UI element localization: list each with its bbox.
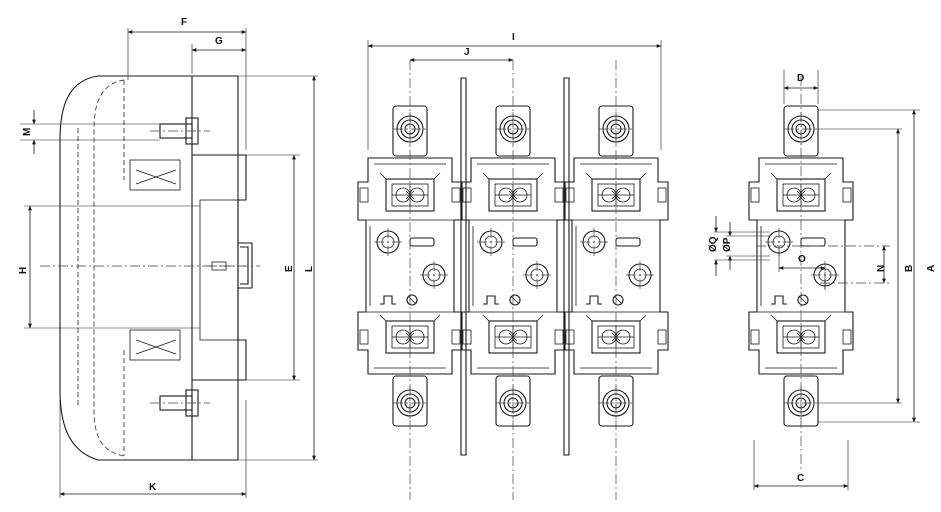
single-pole-dimensions: D A B N O ØP ØQ C — [708, 70, 937, 490]
side-view-dimensions: F G M H E L K — [18, 17, 318, 498]
dim-label-F: F — [181, 17, 187, 28]
dim-label-H: H — [18, 267, 29, 274]
dim-label-G: G — [215, 36, 223, 47]
dim-label-L: L — [304, 266, 315, 272]
dim-label-K: K — [149, 482, 157, 493]
dim-label-C: C — [797, 473, 804, 484]
single-pole-front-view — [749, 76, 890, 470]
dim-label-A: A — [926, 265, 937, 272]
dim-label-I: I — [512, 32, 515, 43]
dim-label-J: J — [464, 47, 470, 58]
dim-label-B: B — [904, 265, 915, 272]
three-pole-front-view — [358, 60, 668, 500]
dim-label-Q: ØQ — [708, 236, 719, 252]
dim-label-D: D — [797, 73, 804, 84]
dim-label-M: M — [22, 128, 33, 136]
dim-label-P: ØP — [722, 237, 733, 252]
dim-label-E: E — [284, 265, 295, 272]
dim-label-O: O — [798, 254, 806, 265]
three-pole-dimensions: I J — [367, 32, 662, 150]
side-view — [40, 75, 260, 461]
dim-label-N: N — [876, 265, 887, 272]
